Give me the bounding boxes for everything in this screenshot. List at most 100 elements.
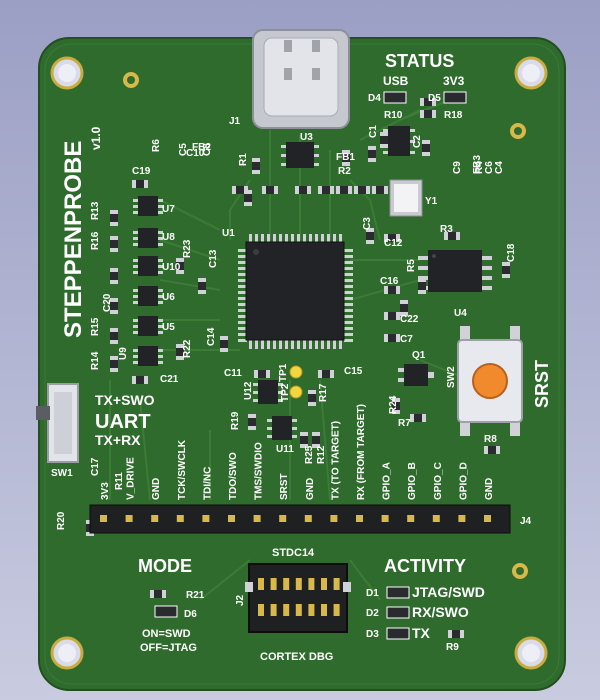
ref-u8: U8	[162, 232, 175, 243]
ref-fb3: FB3	[472, 155, 483, 174]
header-pin-label: GPIO_D	[458, 462, 469, 500]
header-pin-label: TCK/SWCLK	[177, 439, 188, 500]
ref-c9: C9	[452, 161, 463, 174]
ref-d3: D3	[366, 629, 379, 640]
ref-r9: R9	[446, 642, 459, 653]
ref-u3: U3	[300, 132, 313, 143]
ref-u9: U9	[118, 347, 129, 360]
ref-r23: R23	[182, 239, 193, 258]
header-pin-label: TDI/NC	[202, 467, 213, 500]
ref-c2: C2	[412, 135, 423, 148]
ref-j4: J4	[520, 516, 532, 527]
ref-r7: R7	[398, 418, 411, 429]
ref-u11: U11	[276, 444, 294, 455]
header-pin-label: SRST	[279, 473, 290, 500]
header-pin-label: RX (FROM TARGET)	[356, 404, 367, 500]
ref-r20: R20	[56, 511, 67, 530]
ref-u12: U12	[243, 381, 254, 400]
ref-r16: R16	[90, 231, 101, 250]
test-points	[289, 365, 303, 399]
srst-label: SRST	[532, 360, 552, 408]
ref-sw2: SW2	[446, 366, 457, 388]
ref-r24: R24	[388, 395, 399, 414]
ref-c21: C21	[160, 374, 179, 385]
ref-r11: R11	[114, 472, 125, 490]
traces	[109, 99, 471, 601]
ref-u10: U10	[162, 262, 181, 273]
ref-u4: U4	[454, 308, 467, 319]
ref-c3: C3	[362, 217, 373, 230]
ref-r14: R14	[90, 351, 101, 370]
ref-c4: C4	[494, 161, 505, 174]
ref-r10: R10	[384, 110, 403, 121]
on-swd-label: ON=SWD	[142, 628, 191, 640]
activity-label: ACTIVITY	[384, 556, 466, 576]
uart-slide-switch	[36, 383, 79, 463]
ref-fb2: FB2	[192, 142, 211, 153]
ref-c5: C5	[178, 143, 189, 156]
ref-c17: C17	[90, 457, 101, 476]
ref-d4: D4	[368, 93, 381, 104]
ref-c15: C15	[344, 366, 363, 377]
ref-c13: C13	[208, 249, 219, 268]
header-pin-label: GPIO_A	[382, 462, 393, 500]
srst-button	[457, 326, 523, 436]
cortex-dbg-label: CORTEX DBG	[260, 651, 333, 663]
status-label: STATUS	[385, 51, 454, 71]
ref-c10: C10	[186, 148, 205, 159]
q1-transistor	[398, 364, 434, 386]
board-name: STEPPENPROBE	[60, 141, 87, 338]
ref-c14: C14	[206, 327, 217, 346]
act-rx-label: RX/SWO	[412, 604, 469, 620]
ref-d5: D5	[428, 93, 441, 104]
passives	[86, 98, 510, 638]
header-pin-label: TX (TO TARGET)	[330, 421, 341, 500]
ref-r19: R19	[230, 411, 241, 430]
header-pin-label: GND	[151, 478, 162, 500]
ref-r21: R21	[186, 590, 205, 601]
ref-r5: R5	[406, 259, 417, 272]
ref-j1: J1	[229, 116, 241, 127]
ref-r22: R22	[182, 339, 193, 358]
ref-r18: R18	[444, 110, 463, 121]
header-pin-label: TMS/SWDIO	[254, 442, 265, 500]
ref-d1: D1	[366, 588, 379, 599]
mounting-holes	[50, 56, 548, 670]
silkscreen: STEPPENPROBE v1.0 STATUS USB 3V3 MODE AC…	[51, 51, 552, 663]
uart-label: UART	[95, 411, 151, 433]
small-ics	[133, 126, 415, 440]
ref-d2: D2	[366, 608, 379, 619]
crystal-y1	[389, 179, 423, 217]
ref-c22: C22	[400, 314, 419, 325]
header-pin-label: GND	[305, 478, 316, 500]
ref-r15: R15	[90, 317, 101, 336]
ref-c12: C12	[384, 238, 403, 249]
ref-r2: R2	[338, 166, 351, 177]
ref-r17: R17	[318, 383, 329, 402]
u4-chip	[418, 250, 492, 292]
ref-fb1: FB1	[336, 152, 355, 163]
act-jtag-label: JTAG/SWD	[412, 584, 485, 600]
ref-q1: Q1	[412, 350, 426, 361]
ref-c16: C16	[380, 276, 399, 287]
tx-swo-label: TX+SWO	[95, 392, 155, 408]
mode-label: MODE	[138, 556, 192, 576]
header-pin-label: V_DRIVE	[126, 457, 137, 500]
ref-r1: R1	[238, 153, 249, 166]
act-tx-label: TX	[412, 625, 431, 641]
header-j4	[89, 504, 511, 534]
ref-r8: R8	[484, 434, 497, 445]
stdc14-connector	[245, 563, 351, 633]
header-pin-label: 3V3	[100, 482, 111, 500]
ref-u5: U5	[162, 322, 175, 333]
ref-c7: C7	[400, 334, 413, 345]
header-pin-label: GPIO_B	[407, 462, 418, 500]
ref-sw1: SW1	[51, 468, 73, 479]
tx-rx-label: TX+RX	[95, 432, 141, 448]
ref-c11: C11	[224, 368, 242, 379]
ref-r25: R25	[304, 445, 315, 464]
ref-c19: C19	[132, 166, 151, 177]
ref-u1: U1	[222, 228, 235, 239]
ref-c1: C1	[368, 125, 379, 138]
